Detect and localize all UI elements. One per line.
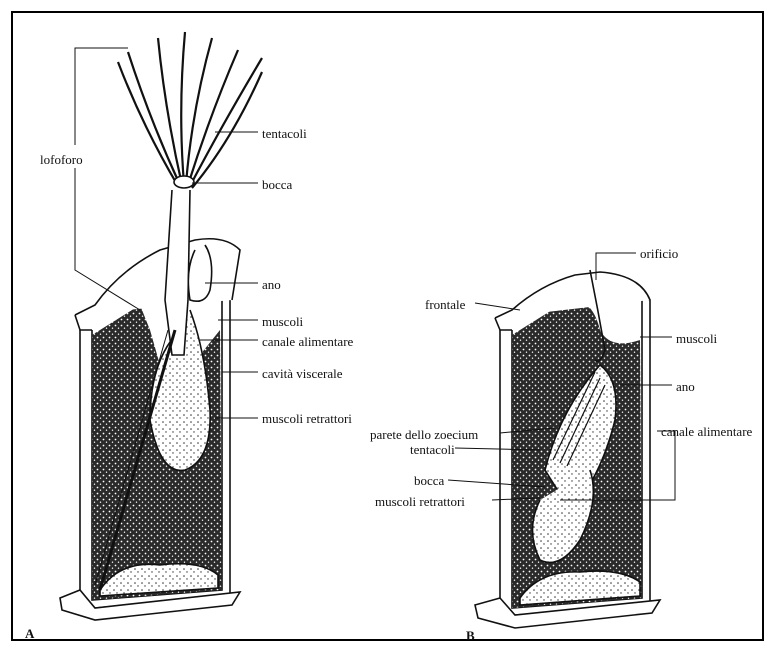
label-ano-a: ano	[262, 277, 281, 292]
panel-letter-a: A	[25, 626, 34, 642]
label-lofoforo: lofoforo	[40, 152, 83, 167]
label-canale-alimentare-a: canale alimentare	[262, 334, 353, 349]
label-tentacoli-b: tentacoli	[410, 442, 455, 457]
label-muscoli-a: muscoli	[262, 314, 303, 329]
label-tentacoli-a: tentacoli	[262, 126, 307, 141]
label-canale-alimentare-b: canale alimentare	[661, 424, 752, 439]
label-bocca-a: bocca	[262, 177, 292, 192]
label-parete-zoecium: parete dello zoecium	[370, 427, 478, 442]
label-frontale: frontale	[425, 297, 465, 312]
panel-letter-b: B	[466, 628, 475, 644]
label-muscoli-b: muscoli	[676, 331, 717, 346]
label-bocca-b: bocca	[414, 473, 444, 488]
label-orificio: orificio	[640, 246, 678, 261]
label-muscoli-retrattori-a: muscoli retrattori	[262, 411, 352, 426]
zooid-a	[60, 32, 262, 620]
label-ano-b: ano	[676, 379, 695, 394]
zooid-b	[475, 270, 660, 628]
label-muscoli-retrattori-b: muscoli retrattori	[375, 494, 465, 509]
label-cavita-viscerale: cavità viscerale	[262, 366, 342, 381]
